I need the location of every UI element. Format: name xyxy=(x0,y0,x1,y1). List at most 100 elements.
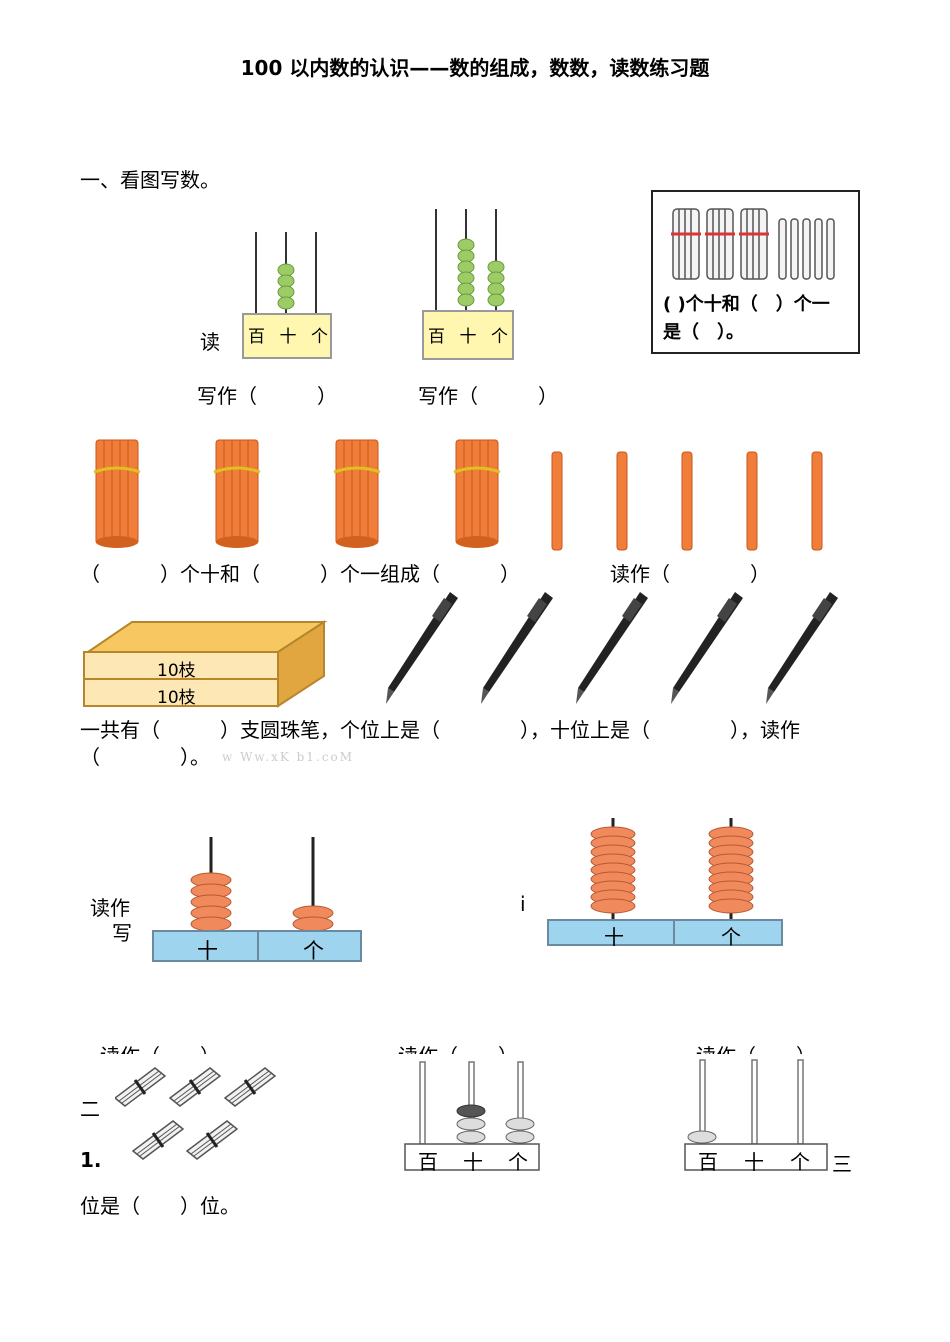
watermark: w Ww.xK b1.coM xyxy=(222,750,354,764)
abacus6-figure xyxy=(684,1059,828,1171)
place-label: 百 xyxy=(428,327,445,347)
read-label-1: 读作（ ） xyxy=(100,1040,220,1054)
place-label: 个 xyxy=(790,1150,810,1174)
place-label: 个 xyxy=(491,327,508,347)
place-label: 个 xyxy=(311,327,328,347)
bead xyxy=(277,263,295,277)
sticks-row-read: 读作（ ） xyxy=(610,562,770,586)
bead xyxy=(487,271,505,285)
clipped-read-row: 读作（ ） 读作（ ） 读作（ ） xyxy=(0,1040,950,1054)
abacus5-figure xyxy=(404,1061,540,1171)
bead xyxy=(456,1117,486,1131)
read-label-3: 读作（ ） xyxy=(696,1040,816,1054)
abacus4-figure xyxy=(547,818,783,946)
place-label: 百 xyxy=(248,327,265,347)
place-label: 十 xyxy=(279,327,297,347)
sticks-row-question: （ ）个十和（ ）个一组成（ ） xyxy=(80,562,520,586)
abacus6-base xyxy=(684,1143,828,1171)
stick-bundle xyxy=(131,1119,185,1161)
bead xyxy=(457,238,475,252)
bead xyxy=(456,1130,486,1144)
stick-bundle xyxy=(223,1066,277,1108)
stick-bundle xyxy=(115,1066,167,1108)
place-label: 十 xyxy=(459,327,477,347)
single-stick xyxy=(746,451,758,551)
bead xyxy=(505,1117,535,1131)
abacus1-write: 写作（ ） xyxy=(197,384,337,408)
pen xyxy=(386,592,458,704)
stick-bundle xyxy=(168,1066,222,1108)
box-label-1: 10枝 xyxy=(157,661,196,681)
board-cell xyxy=(257,930,362,962)
abacus1-base xyxy=(242,313,332,359)
pen xyxy=(671,592,743,704)
stick-bundle xyxy=(332,438,382,550)
stick-bundle xyxy=(671,208,701,280)
place-label: 十 xyxy=(604,925,624,949)
single-stick xyxy=(811,451,823,551)
bead xyxy=(687,1130,717,1144)
pens-figure xyxy=(386,592,838,704)
rod xyxy=(751,1059,758,1145)
pen xyxy=(481,592,553,704)
single-stick xyxy=(616,451,628,551)
board-cell xyxy=(152,930,259,962)
stick-bundles-figure xyxy=(671,208,835,280)
section3-partial: 三 xyxy=(832,1152,852,1176)
pen xyxy=(576,592,648,704)
bead xyxy=(456,1104,486,1118)
sticks-box-line1: ( )个十和（ ）个一 xyxy=(663,294,830,315)
single-stick xyxy=(814,218,823,280)
bead xyxy=(277,285,295,299)
pens-question-line1: 一共有（ ）支圆珠笔，个位上是（ ），十位上是（ ），读作 xyxy=(80,718,800,742)
stick-bundle xyxy=(212,438,262,550)
place-label: 个 xyxy=(303,939,324,963)
bead xyxy=(292,916,334,932)
place-label: 个 xyxy=(508,1150,528,1174)
bottom-question: 位是（ ）位。 xyxy=(80,1194,240,1218)
single-stick xyxy=(790,218,799,280)
pen-box-figure xyxy=(83,620,328,708)
board-cell xyxy=(673,919,783,946)
sticks-box: ( )个十和（ ）个一 是（ ）。 xyxy=(651,190,860,354)
single-stick xyxy=(681,451,693,551)
bead xyxy=(457,249,475,263)
section-heading-1: 一、看图写数。 xyxy=(80,168,220,192)
bead xyxy=(457,293,475,307)
bead xyxy=(708,898,754,914)
single-stick xyxy=(551,451,563,551)
abacus2-write: 写作（ ） xyxy=(418,384,558,408)
bead xyxy=(505,1130,535,1144)
box-layer xyxy=(83,678,279,707)
place-label: 个 xyxy=(721,925,741,949)
page-title: 100 以内数的认识——数的组成，数数，读数练习题 xyxy=(240,56,710,80)
bead xyxy=(190,916,232,932)
rod xyxy=(797,1059,804,1145)
bead xyxy=(457,260,475,274)
place-label: 十 xyxy=(197,939,218,963)
bead xyxy=(487,260,505,274)
box-label-2: 10枝 xyxy=(157,688,196,708)
abacus4-partial-label: i xyxy=(520,892,526,916)
orange-sticks-figure xyxy=(92,438,823,551)
single-stick xyxy=(826,218,835,280)
section2-partial: 二 xyxy=(80,1097,100,1121)
place-label: 百 xyxy=(418,1150,438,1174)
pen xyxy=(766,592,838,704)
gray-bundles-figure xyxy=(115,1066,277,1161)
place-label: 十 xyxy=(744,1150,764,1174)
board-cell xyxy=(547,919,675,946)
abacus2-figure xyxy=(422,209,514,360)
abacus5-base xyxy=(404,1143,540,1171)
stick-bundle xyxy=(739,208,769,280)
bead xyxy=(487,293,505,307)
place-label: 百 xyxy=(698,1150,718,1174)
stick-bundle xyxy=(92,438,142,550)
abacus3-read: 读作 xyxy=(90,896,130,920)
box-layer xyxy=(83,651,279,680)
single-stick xyxy=(778,218,787,280)
stick-bundle xyxy=(185,1119,239,1161)
bead xyxy=(457,282,475,296)
single-stick xyxy=(802,218,811,280)
abacus3-figure xyxy=(152,837,362,962)
